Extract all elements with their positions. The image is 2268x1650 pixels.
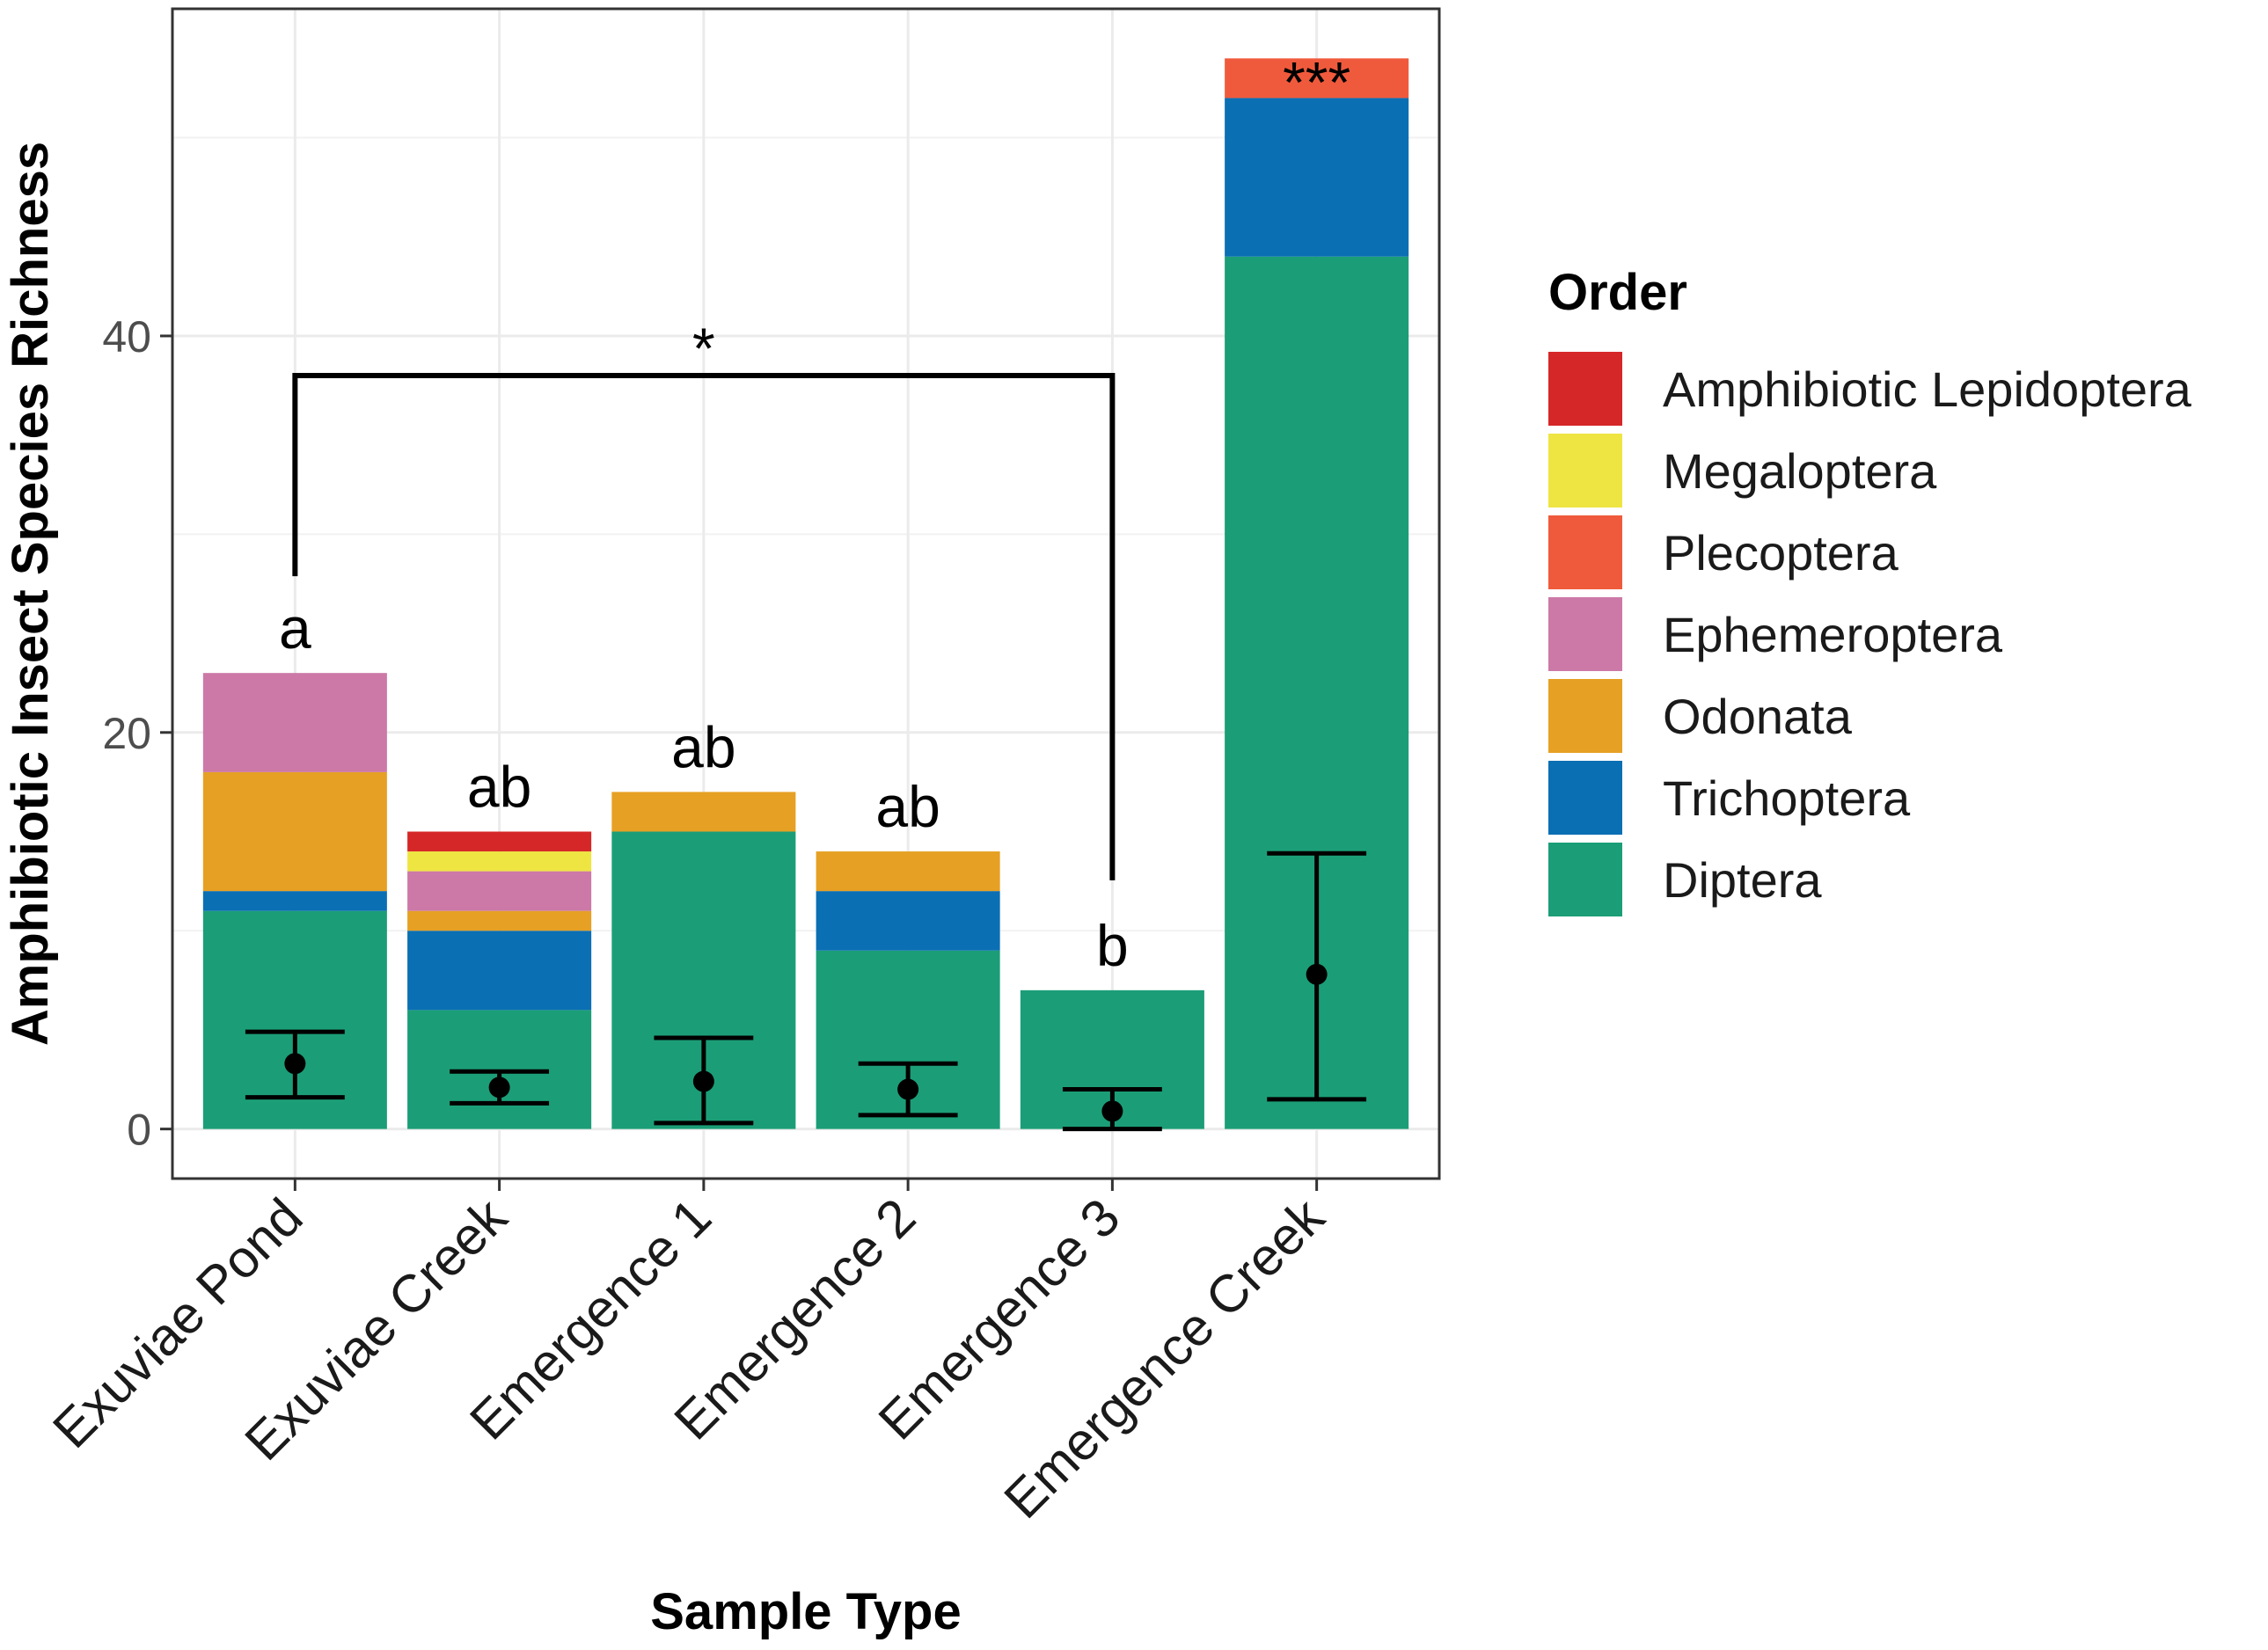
legend-title: Order bbox=[1548, 264, 1687, 321]
y-tick-label: 0 bbox=[127, 1106, 151, 1155]
mean-point bbox=[284, 1053, 306, 1075]
legend-label: Trichoptera bbox=[1663, 770, 1911, 826]
y-tick-label: 40 bbox=[102, 312, 151, 361]
legend-key bbox=[1548, 843, 1622, 916]
mean-point bbox=[1306, 963, 1328, 985]
x-axis-title: Sample Type bbox=[650, 1583, 962, 1640]
bars bbox=[202, 58, 1409, 1129]
bar-plecoptera bbox=[1225, 58, 1409, 99]
bar-ephemeroptera bbox=[407, 871, 592, 911]
legend-key bbox=[1548, 515, 1622, 589]
significance-letter: b bbox=[1096, 913, 1129, 978]
panel-border bbox=[171, 7, 1441, 1180]
legend-key bbox=[1548, 679, 1622, 753]
significance-letter: ab bbox=[671, 714, 735, 779]
bar-trichoptera bbox=[202, 891, 387, 911]
legend-key bbox=[1548, 597, 1622, 671]
legend-label: Ephemeroptera bbox=[1663, 607, 2003, 662]
legend-key bbox=[1548, 761, 1622, 835]
legend-label: Amphibiotic Lepidoptera bbox=[1663, 361, 2192, 417]
error-bars bbox=[245, 851, 1367, 1132]
bar-trichoptera bbox=[407, 931, 592, 1011]
mean-point bbox=[488, 1077, 510, 1099]
significance-letter: ab bbox=[875, 774, 940, 839]
mean-point bbox=[897, 1078, 919, 1100]
legend-label: Plecoptera bbox=[1663, 525, 1899, 580]
comparison-bracket bbox=[292, 373, 1116, 880]
bar-amphibiotic-lepidoptera bbox=[407, 831, 592, 852]
bar-trichoptera bbox=[1225, 98, 1409, 257]
legend: Order Amphibiotic LepidopteraMegaloptera… bbox=[1548, 264, 2192, 916]
legend-key bbox=[1548, 352, 1622, 426]
significance-letter: *** bbox=[1283, 49, 1350, 114]
bar-odonata bbox=[816, 851, 1000, 892]
legend-label: Megaloptera bbox=[1663, 443, 1937, 499]
comparison-label: * bbox=[692, 316, 715, 381]
significance-letter: a bbox=[279, 595, 311, 661]
bar-megaloptera bbox=[407, 851, 592, 872]
mean-point bbox=[1101, 1100, 1123, 1122]
y-axis-title: Amphibiotic Insect Species Richness bbox=[2, 142, 59, 1046]
legend-label: Diptera bbox=[1663, 852, 1822, 908]
bar-ephemeroptera bbox=[202, 673, 387, 772]
bar-odonata bbox=[202, 771, 387, 892]
legend-key bbox=[1548, 434, 1622, 507]
bar-trichoptera bbox=[816, 891, 1000, 951]
bar-odonata bbox=[407, 910, 592, 931]
legend-label: Odonata bbox=[1663, 689, 1853, 744]
y-tick-label: 20 bbox=[102, 709, 151, 758]
mean-point bbox=[692, 1070, 714, 1092]
bar-odonata bbox=[611, 792, 796, 832]
significance-letter: ab bbox=[467, 755, 531, 820]
